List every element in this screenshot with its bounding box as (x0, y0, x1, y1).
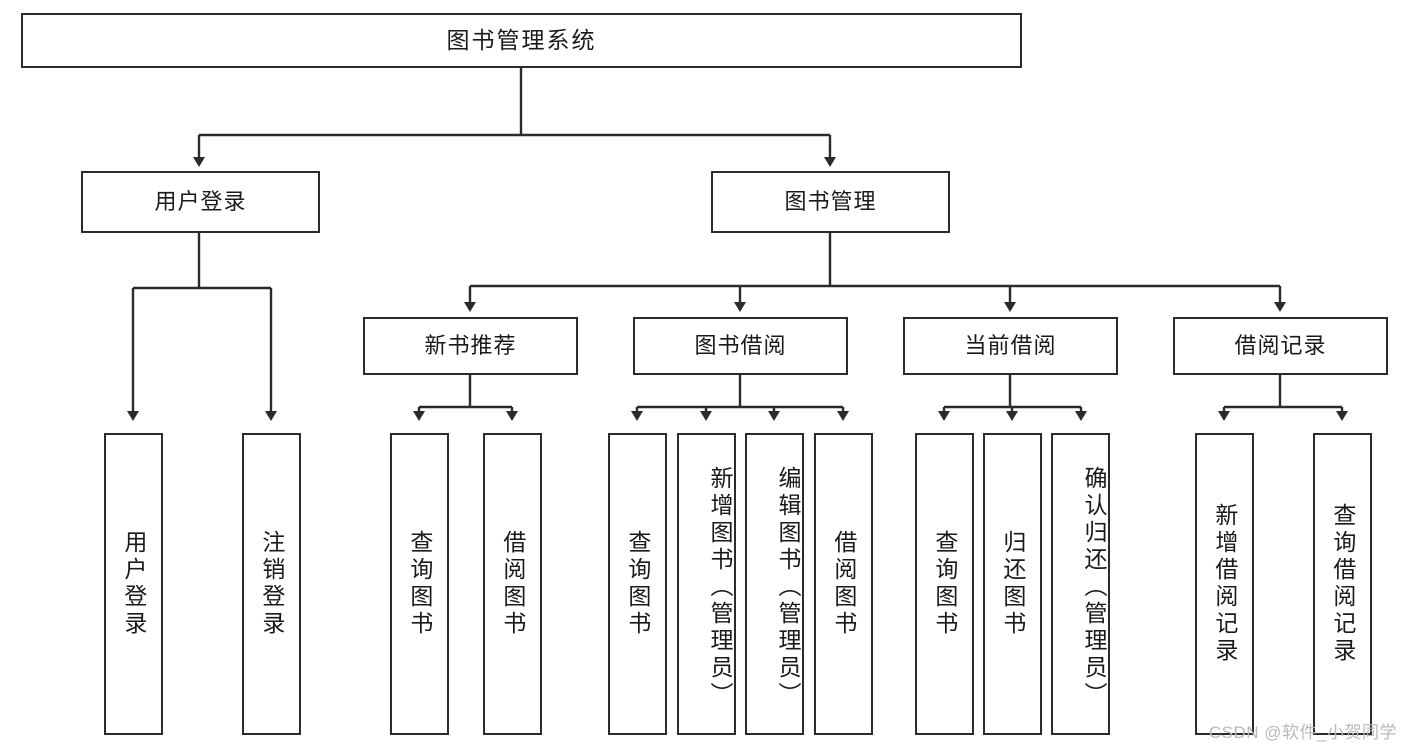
leaf-current-confirm-return-admin[interactable]: 确认归还（管理员） (1051, 433, 1110, 735)
leaf-current-query-book[interactable]: 查询图书 (915, 433, 974, 735)
leaf-borrow-add-book-admin[interactable]: 新增图书（管理员） (677, 433, 736, 735)
node-borrow-record[interactable]: 借阅记录 (1173, 317, 1388, 375)
leaf-borrow-edit-book-admin[interactable]: 编辑图书（管理员） (745, 433, 804, 735)
leaf-user-login-login[interactable]: 用户登录 (104, 433, 163, 735)
leaf-borrow-query-book[interactable]: 查询图书 (608, 433, 667, 735)
leaf-current-return-book[interactable]: 归还图书 (983, 433, 1042, 735)
node-user-login[interactable]: 用户登录 (81, 171, 320, 233)
node-new-book-recommend[interactable]: 新书推荐 (363, 317, 578, 375)
node-book-borrow[interactable]: 图书借阅 (633, 317, 848, 375)
node-book-management[interactable]: 图书管理 (711, 171, 950, 233)
watermark-text: CSDN @软件_小贺同学 (1208, 723, 1397, 742)
node-current-borrow[interactable]: 当前借阅 (903, 317, 1118, 375)
leaf-recommend-query-book[interactable]: 查询图书 (390, 433, 449, 735)
leaf-user-login-logout[interactable]: 注销登录 (242, 433, 301, 735)
leaf-record-query-record[interactable]: 查询借阅记录 (1313, 433, 1372, 735)
leaf-recommend-borrow-book[interactable]: 借阅图书 (483, 433, 542, 735)
leaf-borrow-borrow-book[interactable]: 借阅图书 (814, 433, 873, 735)
node-root-system[interactable]: 图书管理系统 (21, 13, 1022, 68)
leaf-record-add-record[interactable]: 新增借阅记录 (1195, 433, 1254, 735)
